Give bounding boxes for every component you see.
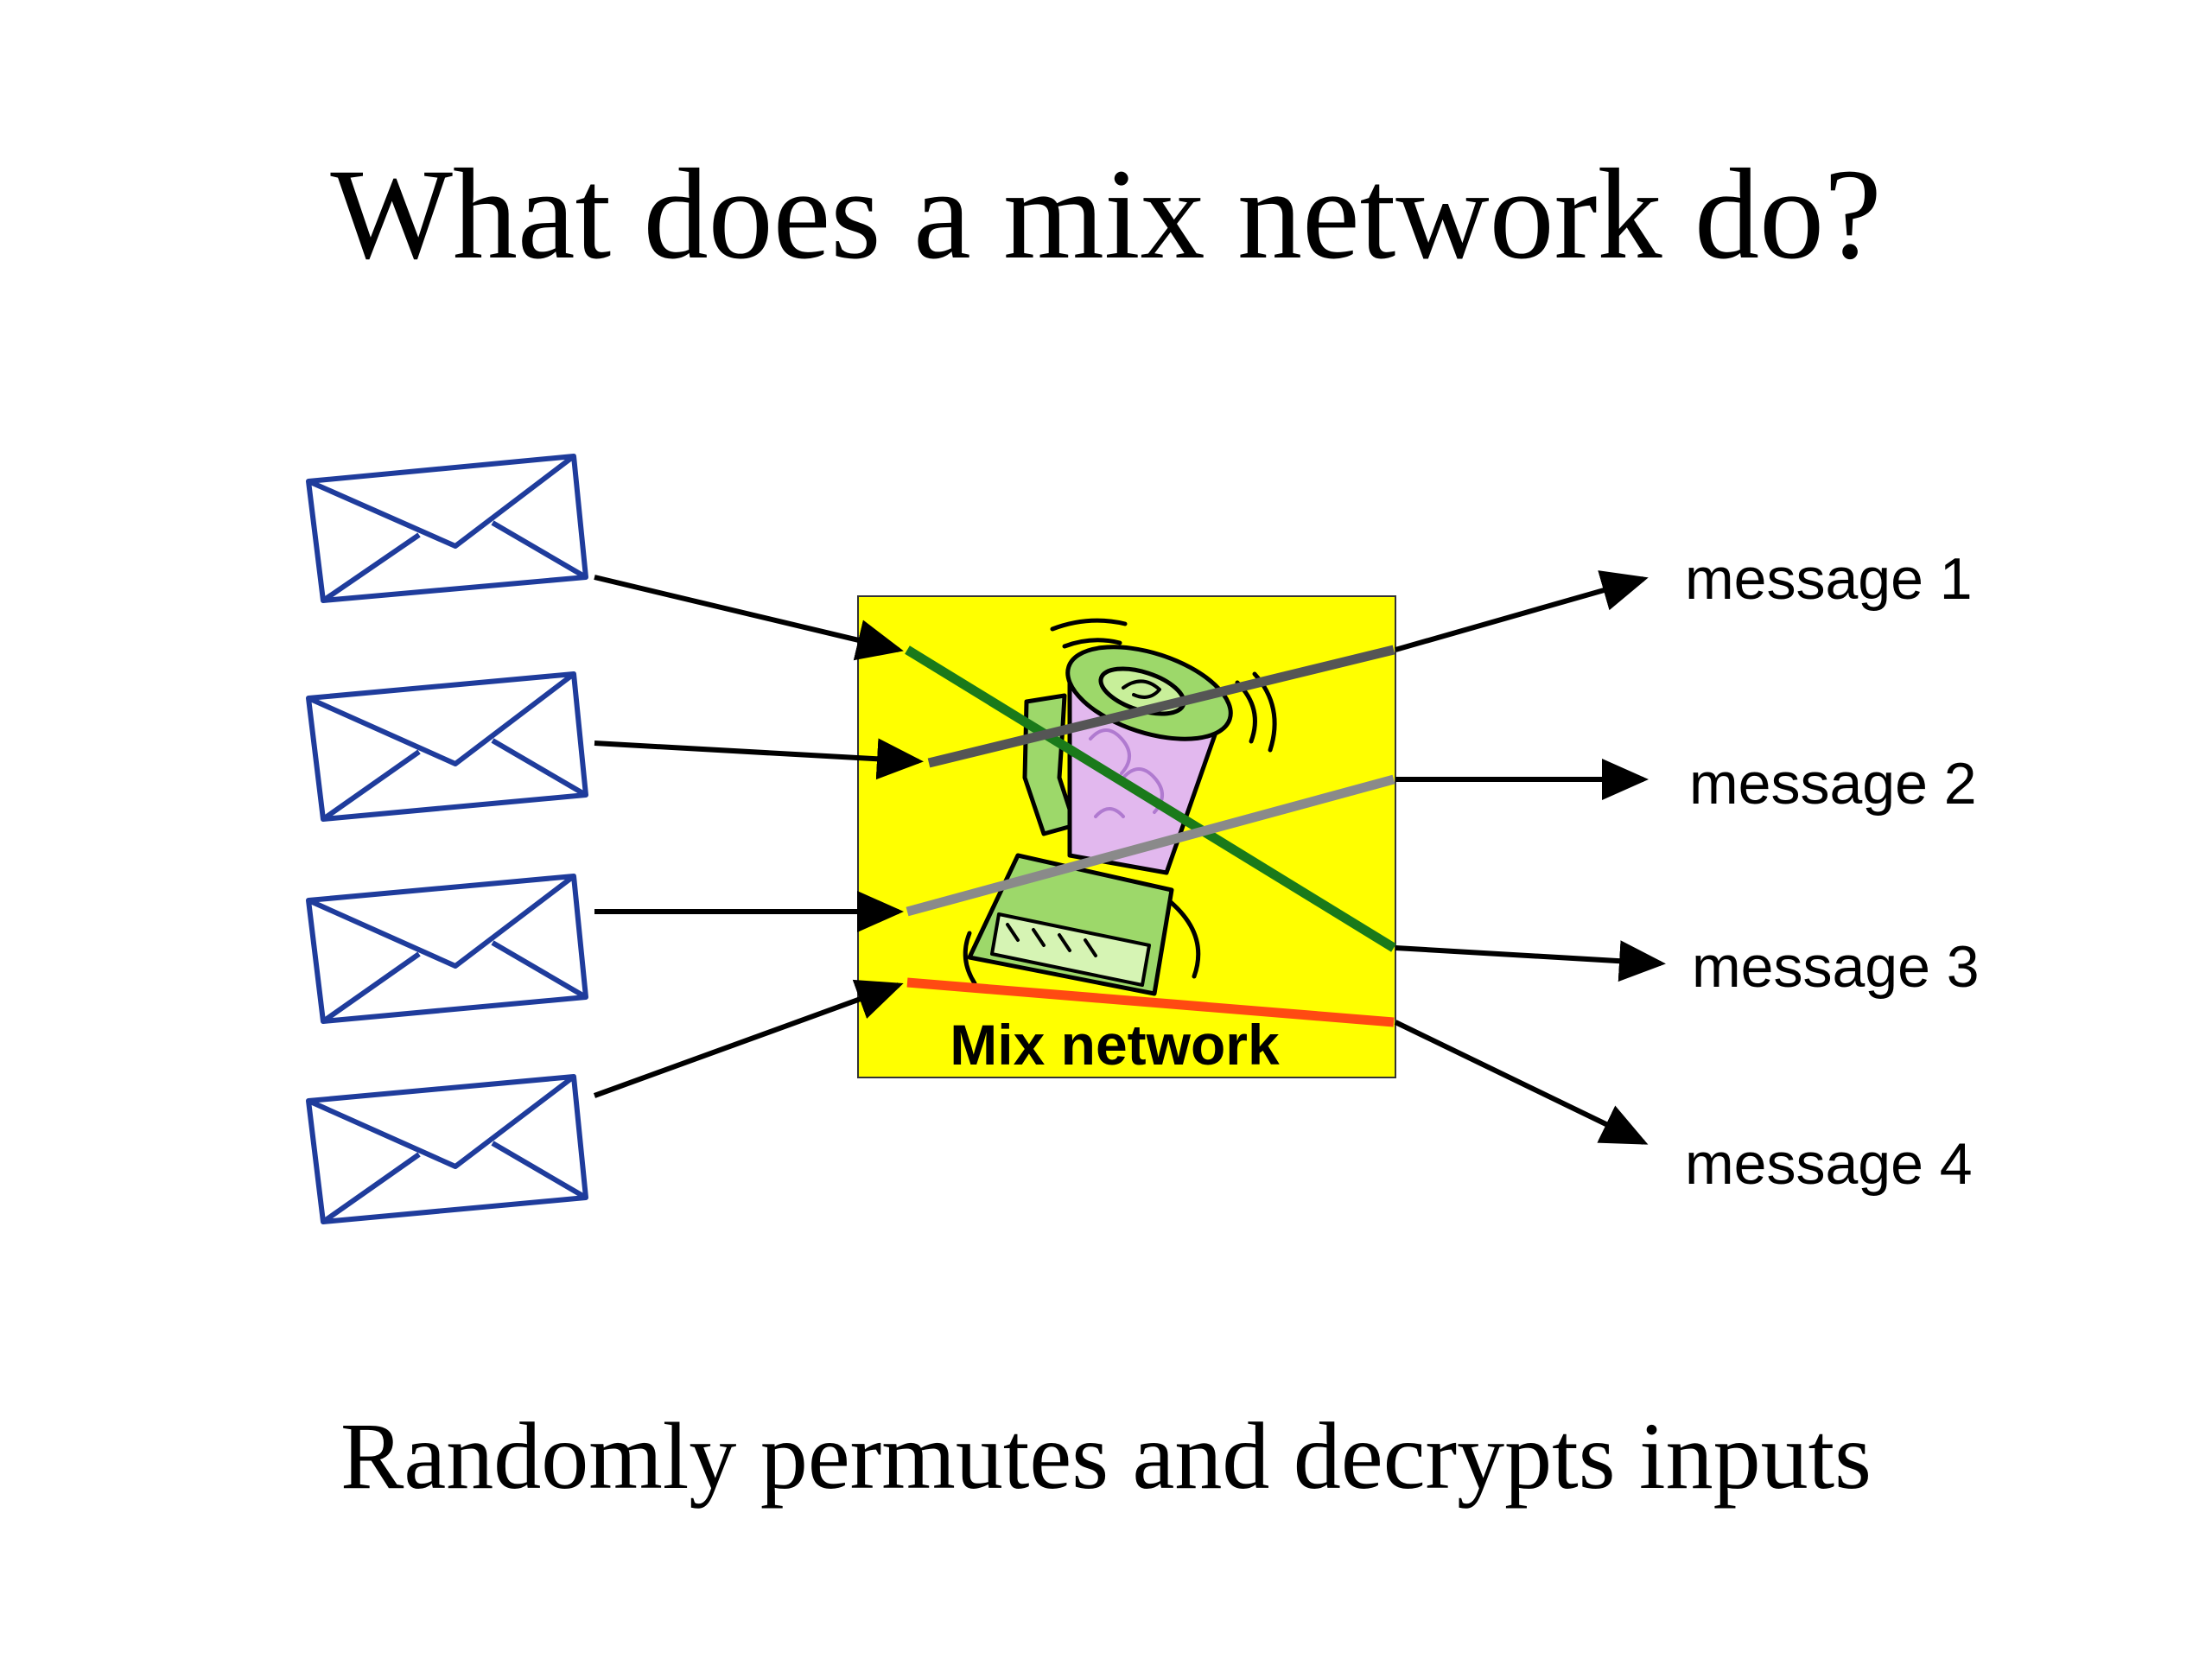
input-arrow	[593, 979, 904, 1098]
output-label-message-3: message 3	[1692, 934, 1980, 1000]
output-label-message-4: message 4	[1685, 1131, 1973, 1197]
envelope-icon	[306, 454, 588, 603]
output-arrow	[1395, 570, 1649, 652]
input-arrow	[594, 738, 924, 780]
slide-subtitle: Randomly permutes and decrypts inputs	[340, 1403, 1872, 1509]
slide-title: What does a mix network do?	[330, 143, 1882, 286]
input-arrow	[594, 575, 904, 661]
output-arrow	[1395, 940, 1666, 982]
mix-path-light-gray	[906, 774, 1395, 917]
mix-path-orange-red	[906, 977, 1395, 1027]
envelope-icon	[306, 874, 588, 1024]
output-arrow	[1394, 1020, 1649, 1145]
output-label-message-2: message 2	[1689, 751, 1977, 817]
mix-path-dark-gray	[927, 645, 1395, 768]
mix-network-label: Mix network	[950, 1013, 1280, 1077]
output-label-message-1: message 1	[1685, 546, 1973, 612]
envelope-icon	[306, 1074, 588, 1224]
envelope-icon	[306, 671, 588, 822]
mix-path-green	[905, 645, 1396, 952]
